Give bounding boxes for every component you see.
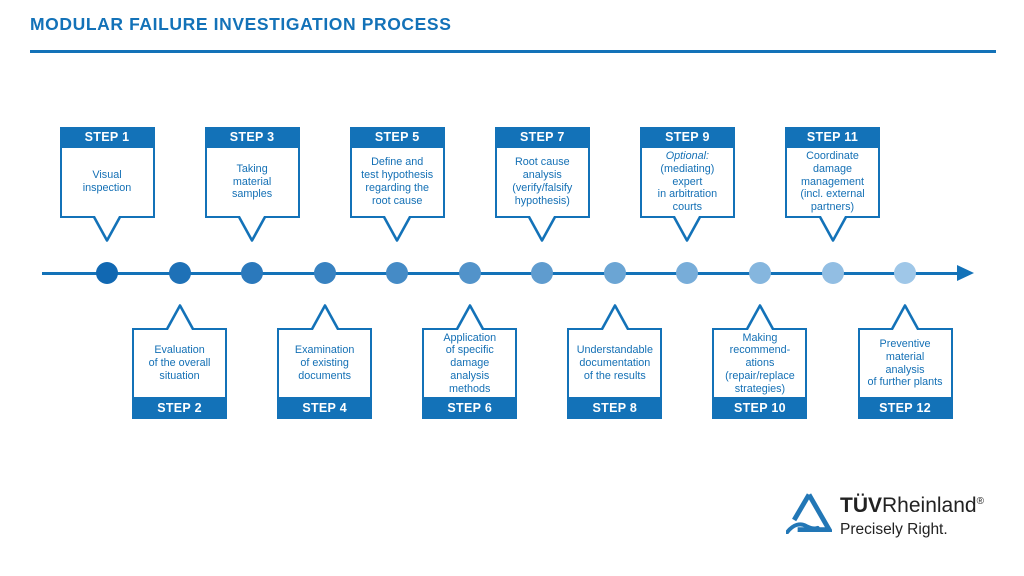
step-text: Preventive material analysis of further … (867, 337, 943, 389)
step-label: STEP 6 (422, 397, 518, 419)
step-label: STEP 8 (567, 397, 663, 419)
step-label: STEP 10 (712, 397, 808, 419)
step-description: Application of specific damage analysis … (422, 328, 518, 397)
pointer-up-icon (164, 304, 195, 330)
pointer-down-icon (527, 216, 557, 242)
step-12-card: Preventive material analysis of further … (857, 304, 953, 419)
logo-rheinland-text: Rheinland (882, 494, 977, 517)
step-description: Examination of existing documents (277, 328, 373, 397)
timeline-dot-step-6 (458, 262, 481, 284)
step-label: STEP 1 (59, 127, 155, 148)
timeline-dot-step-1 (96, 262, 118, 284)
step-label: STEP 11 (785, 127, 880, 148)
timeline-dot-step-8 (603, 262, 626, 284)
step-text: Evaluation of the overall situation (148, 344, 211, 382)
pointer-up-icon (890, 304, 920, 330)
pointer-up-icon (455, 304, 485, 330)
step-label: STEP 9 (639, 127, 735, 148)
title-underline (30, 50, 996, 53)
step-text: Coordinate damage management (incl. exte… (800, 150, 865, 214)
step-8-card: Understandable documentation of the resu… (567, 304, 663, 419)
step-description: Making recommend- ations (repair/replace… (712, 328, 808, 397)
timeline-dot-step-5 (386, 262, 409, 284)
step-text: Application of specific damage analysis … (443, 331, 497, 395)
pointer-down-icon (237, 216, 267, 242)
step-9-card: STEP 9 Optional: (mediating) expert in a… (639, 127, 735, 242)
logo-tagline: Precisely Right. (840, 521, 948, 538)
tuv-rheinland-logo: TÜVRheinland® Precisely Right. (786, 490, 984, 539)
step-description: Root cause analysis (verify/falsify hypo… (494, 148, 590, 218)
logo-wordmark: TÜVRheinland® (840, 490, 984, 518)
step-description: Visual inspection (59, 148, 155, 218)
step-label: STEP 5 (349, 127, 445, 148)
pointer-up-icon (600, 304, 630, 330)
step-text: Root cause analysis (verify/falsify hypo… (512, 156, 573, 207)
step-text: Examination of existing documents (294, 344, 355, 382)
step-6-card: Application of specific damage analysis … (422, 304, 518, 419)
step-label: STEP 12 (857, 397, 953, 419)
timeline-dot-step-3 (241, 262, 264, 284)
timeline-dot-step-4 (313, 262, 336, 284)
timeline-dot-step-2 (168, 262, 191, 284)
step-text: Define and test hypothesis regarding the… (361, 156, 434, 207)
step-5-card: STEP 5 Define and test hypothesis regard… (349, 127, 445, 242)
step-11-card: STEP 11 Coordinate damage management (in… (785, 127, 880, 242)
step-description: Preventive material analysis of further … (857, 328, 953, 397)
timeline-line (42, 271, 959, 275)
step-label: STEP 3 (204, 127, 300, 148)
logo-text: TÜVRheinland® Precisely Right. (840, 490, 984, 539)
step-text: Visual inspection (82, 169, 132, 194)
registered-mark: ® (976, 496, 984, 507)
timeline-arrowhead-icon (957, 265, 974, 281)
step-text: Making recommend- ations (repair/replace… (725, 331, 795, 395)
step-7-card: STEP 7 Root cause analysis (verify/falsi… (494, 127, 590, 242)
timeline-dot-step-12 (894, 262, 917, 284)
timeline-dot-step-10 (748, 262, 771, 284)
logo-tuv-text: TÜV (840, 494, 882, 517)
tuv-triangle-icon (786, 493, 832, 534)
step-label: STEP 4 (277, 397, 373, 419)
step-description: Optional: (mediating) expert in arbitrat… (639, 148, 735, 218)
pointer-down-icon (92, 216, 122, 242)
step-description: Coordinate damage management (incl. exte… (785, 148, 880, 218)
pointer-down-icon (382, 216, 412, 242)
step-optional-prefix: Optional: (665, 150, 709, 162)
step-label: STEP 7 (494, 127, 590, 148)
pointer-up-icon (310, 304, 340, 330)
page-title: MODULAR FAILURE INVESTIGATION PROCESS (30, 14, 452, 34)
step-4-card: Examination of existing documents STEP 4 (277, 304, 373, 419)
step-1-card: STEP 1 Visual inspection (59, 127, 155, 242)
pointer-down-icon (672, 216, 703, 242)
step-label: STEP 2 (132, 397, 228, 419)
step-text: Taking material samples (231, 162, 273, 201)
timeline-dot-step-11 (821, 262, 844, 284)
timeline-dot-step-9 (676, 262, 699, 284)
pointer-up-icon (745, 304, 775, 330)
timeline-dot-step-7 (531, 262, 554, 284)
step-description: Taking material samples (204, 148, 300, 218)
pointer-down-icon (817, 216, 848, 242)
step-description: Understandable documentation of the resu… (567, 328, 663, 397)
step-2-card: Evaluation of the overall situation STEP… (132, 304, 228, 419)
step-text: (mediating) expert in arbitration courts (657, 162, 718, 214)
step-10-card: Making recommend- ations (repair/replace… (712, 304, 808, 419)
step-3-card: STEP 3 Taking material samples (204, 127, 300, 242)
step-text: Understandable documentation of the resu… (576, 344, 653, 382)
step-description: Define and test hypothesis regarding the… (349, 148, 445, 218)
step-description: Evaluation of the overall situation (132, 328, 228, 397)
